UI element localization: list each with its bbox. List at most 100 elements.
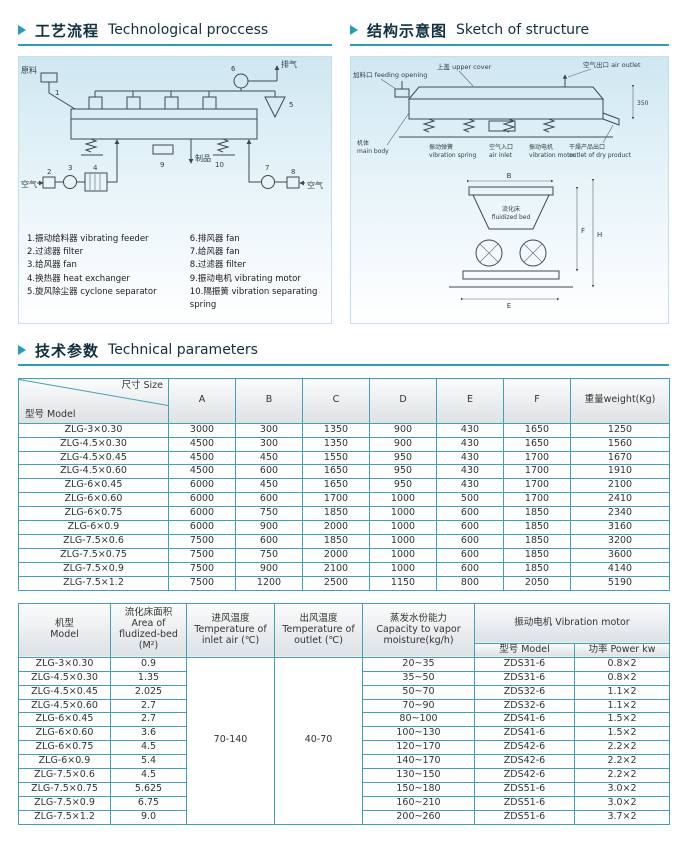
model-cell: ZLG-4.5×0.60 [18, 698, 111, 714]
dimension-cell: 950 [369, 478, 437, 494]
dimension-cell: 1650 [302, 464, 370, 480]
dimensions-table: 尺寸 Size 型号 Model A B C D E F 重量weight(Kg… [18, 378, 670, 591]
legend-item: 1.振动给料器 vibrating feeder [27, 234, 149, 244]
header-model: 机型 Model [18, 602, 111, 658]
column-header-C: C [302, 378, 370, 424]
dimensions-table-header-row: 尺寸 Size 型号 Model A B C D E F 重量weight(Kg… [18, 378, 670, 424]
dim-H: H [597, 231, 602, 239]
side-view [394, 74, 635, 138]
section-rule [350, 44, 669, 46]
corner-model-label: 型号 Model [25, 408, 76, 420]
dimension-cell: 1150 [369, 575, 437, 591]
parameters-title-cn: 技术参数 [35, 341, 100, 360]
model-cell: ZLG-4.5×0.45 [18, 684, 111, 700]
dimension-cell: 600 [436, 534, 504, 549]
label-vibration-spring-cn: 振动弹簧 [429, 143, 453, 151]
dimension-cell: 600 [436, 520, 504, 536]
process-title-en: Technological proccess [108, 22, 269, 38]
dimension-cell: 950 [369, 464, 437, 480]
dimension-cell: 1350 [302, 436, 370, 452]
dimension-cell: 1000 [369, 561, 437, 577]
area-cell: 2.7 [110, 712, 187, 728]
area-cell: 4.5 [110, 768, 187, 784]
outlet-temp-cell: 40-70 [274, 656, 363, 825]
legend-item: 9.振动电机 vibrating motor [189, 273, 301, 284]
marker-5: 5 [289, 101, 293, 109]
marker-6: 6 [231, 65, 236, 73]
capacity-cell: 120~170 [362, 740, 475, 756]
dimension-cell: 4500 [168, 436, 236, 452]
dim-B: B [507, 172, 512, 180]
end-view [449, 178, 595, 301]
motor-power-cell: 0.8×2 [574, 670, 670, 686]
dimension-cell: 430 [436, 422, 504, 438]
motor-model-cell: ZDS42-6 [474, 740, 575, 756]
area-cell: 5.4 [110, 754, 187, 770]
dimension-cell: 2100 [302, 561, 370, 577]
dimension-cell: 2500 [302, 575, 370, 591]
performance-table: 机型 Model 流化床面积 Area of fludized-bed (M²)… [18, 602, 670, 825]
dimension-cell: 300 [235, 422, 303, 438]
dimension-cell: 1670 [570, 450, 670, 466]
dimension-cell: 2050 [503, 575, 571, 591]
dryer-machine-body [70, 90, 275, 140]
area-cell: 2.7 [110, 698, 187, 714]
dimension-cell: 750 [235, 547, 303, 563]
cyclone-separator [264, 91, 286, 119]
model-cell: ZLG-7.5×1.2 [18, 575, 169, 591]
structure-section-header: 结构示意图 Sketch of structure [350, 20, 669, 40]
dimension-cell: 4500 [168, 450, 236, 466]
dimension-cell: 1650 [503, 436, 571, 452]
motor-model-cell: ZDS31-6 [474, 670, 575, 686]
dimension-cell: 2000 [302, 547, 370, 563]
dimension-cell: 1560 [570, 436, 670, 452]
dimension-cell: 1850 [302, 534, 370, 549]
marker-2: 2 [47, 168, 51, 176]
dimension-cell: 2100 [570, 478, 670, 494]
structure-title-cn: 结构示意图 [367, 21, 448, 40]
capacity-cell: 100~130 [362, 726, 475, 742]
dimension-cell: 430 [436, 464, 504, 480]
motor-model-cell: ZDS51-6 [474, 795, 575, 811]
corner-size-label: 尺寸 Size [121, 380, 163, 391]
dimension-cell: 2340 [570, 506, 670, 522]
area-cell: 0.9 [110, 656, 187, 672]
model-cell: ZLG-7.5×0.6 [18, 768, 111, 784]
dimension-cell: 6000 [168, 492, 236, 508]
legend-item: 8.过滤器 filter [189, 260, 246, 271]
capacity-cell: 200~260 [362, 809, 475, 825]
dimension-cell: 1250 [570, 422, 670, 438]
area-cell: 9.0 [110, 809, 187, 825]
header-vibration-motor-group: 振动电机 Vibration motor [474, 602, 670, 644]
dimension-cell: 5190 [570, 575, 670, 591]
dimension-cell: 1000 [369, 534, 437, 549]
structure-title-en: Sketch of structure [456, 22, 590, 38]
dimension-cell: 1850 [503, 520, 571, 536]
dimension-cell: 600 [436, 506, 504, 522]
capacity-cell: 20~35 [362, 656, 475, 672]
structure-sketch-svg: 上盖 upper cover 空气出口 air outlet 加料口 feedi… [353, 60, 649, 310]
structure-section: 结构示意图 Sketch of structure [350, 20, 669, 324]
dimension-cell: 3160 [570, 520, 670, 536]
label-main-body-en: main body [357, 148, 389, 155]
dimension-cell: 1850 [503, 506, 571, 522]
area-cell: 3.6 [110, 726, 187, 742]
area-cell: 1.35 [110, 670, 187, 686]
label-air-inlet-cn: 空气入口 [489, 143, 513, 151]
model-cell: ZLG-7.5×0.75 [18, 782, 111, 797]
dimension-cell: 7500 [168, 561, 236, 577]
top-section: 工艺流程 Technological proccess [18, 20, 669, 324]
column-header-weight: 重量weight(Kg) [570, 378, 670, 424]
dimension-cell: 450 [235, 478, 303, 494]
area-cell: 4.5 [110, 740, 187, 756]
dimension-cell: 4500 [168, 464, 236, 480]
